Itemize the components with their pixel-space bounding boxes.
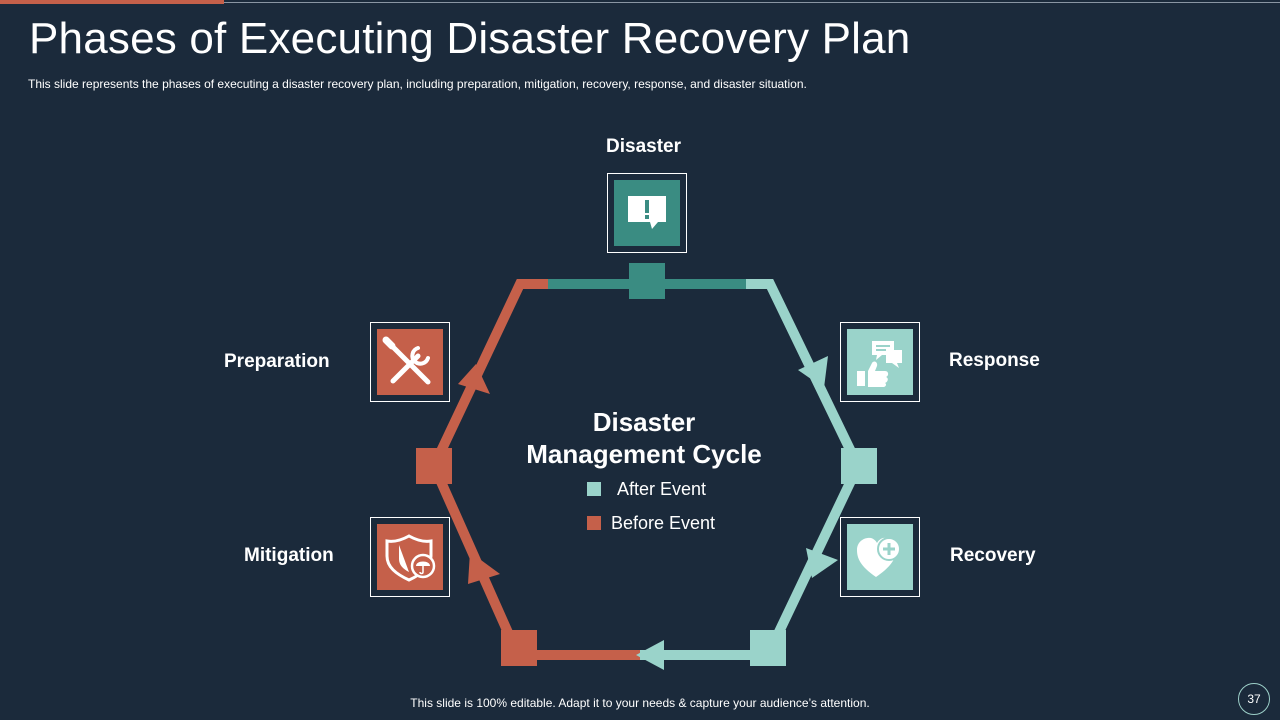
- connector-node-mitigation: [501, 630, 537, 666]
- chat-thumbs-up-icon: [857, 341, 902, 387]
- phase-label-mitigation: Mitigation: [244, 545, 334, 566]
- alert-message-icon: [628, 196, 666, 229]
- arrowhead-to-recovery-top: [798, 356, 828, 388]
- top-divider-line: [224, 2, 1280, 3]
- legend-swatch-after-event: [587, 482, 601, 496]
- cycle-title-line2: Management Cycle: [526, 439, 762, 469]
- cycle-title-line1: Disaster: [592, 407, 696, 437]
- heart-plus-icon: [857, 537, 901, 577]
- legend-label-before-event: Before Event: [611, 513, 716, 533]
- page-number-badge: 37: [1238, 683, 1270, 715]
- phase-label-response: Response: [949, 350, 1040, 371]
- tools-icon: [382, 336, 431, 385]
- icon-box-mitigation: [370, 517, 450, 597]
- connector-node-recovery: [750, 630, 786, 666]
- legend-swatch-before-event: [587, 516, 601, 530]
- slide-subtitle: This slide represents the phases of exec…: [28, 77, 807, 91]
- icon-box-response: [840, 322, 920, 402]
- cycle-center-title: Disaster Management Cycle: [504, 406, 784, 470]
- shield-umbrella-icon: [385, 534, 436, 582]
- connector-node-response: [841, 448, 877, 484]
- phase-label-preparation: Preparation: [224, 351, 330, 372]
- arrowhead-to-preparation: [458, 364, 490, 394]
- arrowhead-to-mitigation-up: [468, 552, 500, 584]
- arrowhead-to-recovery-bottom: [806, 548, 838, 578]
- legend-label-after-event: After Event: [617, 479, 707, 499]
- connector-node-disaster: [629, 263, 665, 299]
- phase-label-recovery: Recovery: [950, 545, 1036, 566]
- phase-label-disaster: Disaster: [606, 136, 681, 157]
- connector-node-preparation: [416, 448, 452, 484]
- top-accent-bar: [0, 0, 224, 4]
- slide-footer-note: This slide is 100% editable. Adapt it to…: [410, 696, 870, 710]
- arrowhead-to-mitigation: [636, 640, 664, 670]
- slide-title: Phases of Executing Disaster Recovery Pl…: [29, 14, 911, 63]
